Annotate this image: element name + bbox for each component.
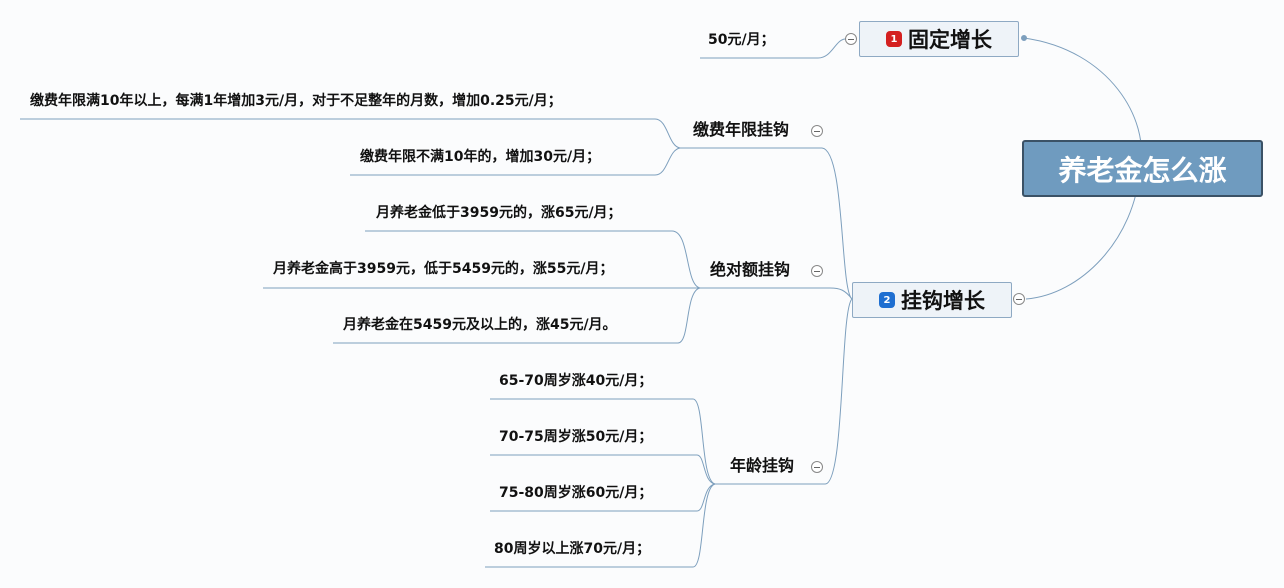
subtopic[interactable]: 缴费年限不满10年的，增加30元/月； bbox=[360, 149, 601, 165]
subtopic[interactable]: 70-75周岁涨50元/月； bbox=[499, 429, 653, 445]
subtopic[interactable]: 月养老金在5459元及以上的，涨45元/月。 bbox=[343, 317, 617, 333]
subtopic[interactable]: 80周岁以上涨70元/月； bbox=[494, 541, 651, 557]
collapse-toggle[interactable] bbox=[845, 33, 857, 45]
subtopic[interactable]: 月养老金低于3959元的，涨65元/月； bbox=[376, 205, 622, 221]
root-label: 养老金怎么涨 bbox=[1058, 153, 1227, 187]
group-contribution-years[interactable]: 缴费年限挂钩 bbox=[693, 120, 790, 139]
topic-label: 固定增长 bbox=[908, 28, 992, 52]
group-age[interactable]: 年龄挂钩 bbox=[730, 456, 795, 475]
topic-label: 挂钩增长 bbox=[901, 289, 985, 313]
topic-fixed-growth[interactable]: 1 固定增长 bbox=[859, 21, 1019, 57]
priority-1-icon: 1 bbox=[886, 31, 902, 47]
subtopic-50[interactable]: 50元/月； bbox=[708, 32, 775, 48]
group-absolute-amount[interactable]: 绝对额挂钩 bbox=[710, 260, 791, 279]
root-topic[interactable]: 养老金怎么涨 bbox=[1022, 140, 1263, 197]
subtopic[interactable]: 65-70周岁涨40元/月； bbox=[499, 373, 653, 389]
collapse-toggle[interactable] bbox=[811, 125, 823, 137]
subtopic[interactable]: 月养老金高于3959元，低于5459元的，涨55元/月； bbox=[273, 261, 614, 277]
subtopic[interactable]: 75-80周岁涨60元/月； bbox=[499, 485, 653, 501]
collapse-toggle[interactable] bbox=[811, 265, 823, 277]
collapse-toggle[interactable] bbox=[811, 461, 823, 473]
subtopic[interactable]: 缴费年限满10年以上，每满1年增加3元/月，对于不足整年的月数，增加0.25元/… bbox=[30, 93, 562, 109]
topic-linked-growth[interactable]: 2 挂钩增长 bbox=[852, 282, 1012, 318]
priority-2-icon: 2 bbox=[879, 292, 895, 308]
collapse-toggle[interactable] bbox=[1013, 293, 1025, 305]
